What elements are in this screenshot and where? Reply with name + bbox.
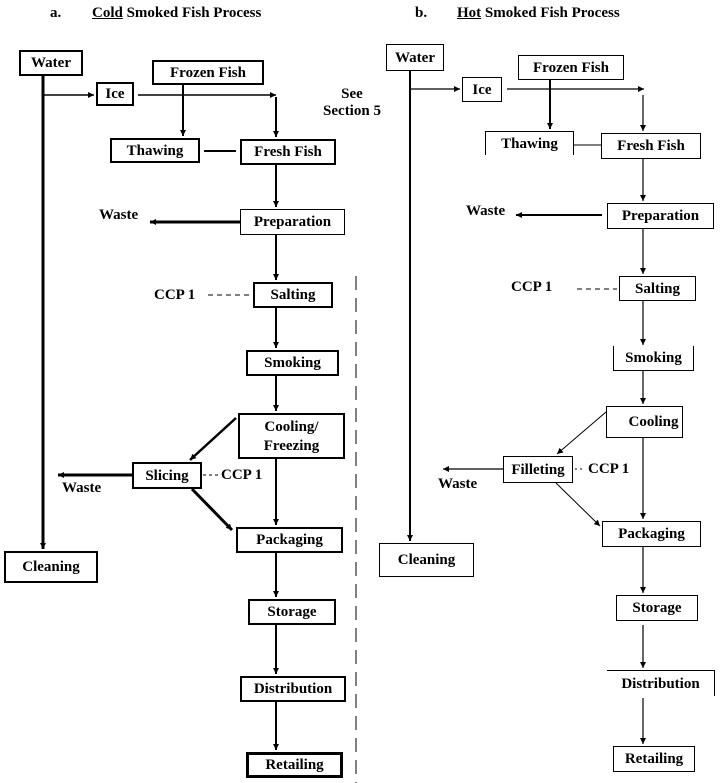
hot-title-emphasis: Hot <box>457 5 482 21</box>
cold-see-line2: Section 5 <box>323 103 381 119</box>
hot-filleting-to-packaging-arrow <box>555 482 601 527</box>
hot-cleaning-node: Cleaning <box>379 543 474 577</box>
hot-water-node: Water <box>386 44 444 71</box>
cold-cooling-freezing-node: Cooling/ Freezing <box>238 413 345 459</box>
cold-panel-title: a. Cold Smoked Fish Process <box>50 5 261 22</box>
hot-title-prefix: b. <box>415 5 428 21</box>
cold-packaging-node: Packaging <box>236 527 343 553</box>
hot-ice-node: Ice <box>462 77 502 102</box>
cold-title-rest: Smoked Fish Process <box>122 5 262 21</box>
hot-thawing-node: Thawing <box>485 131 574 155</box>
hot-salting-node: Salting <box>619 276 696 301</box>
cold-salting-node: Salting <box>253 282 333 308</box>
hot-panel-title: b. Hot Smoked Fish Process <box>415 5 620 22</box>
cold-preparation-label: Preparation <box>253 214 332 230</box>
cold-slicing-to-packaging-arrow <box>190 487 234 532</box>
cold-distribution-label: Distribution <box>253 681 333 697</box>
hot-cooling-to-filleting-arrow <box>556 411 607 455</box>
cold-retailing-label: Retailing <box>265 757 324 773</box>
cold-distribution-node: Distribution <box>240 676 346 702</box>
hot-distribution-label: Distribution <box>621 675 700 692</box>
cold-slicing-node: Slicing <box>132 462 202 489</box>
hot-title-rest: Smoked Fish Process <box>481 5 620 21</box>
hot-water-label: Water <box>395 49 435 66</box>
hot-retailing-node: Retailing <box>613 746 695 772</box>
cold-cleaning-node: Cleaning <box>4 551 98 583</box>
cold-title-emphasis: Cold <box>92 5 123 21</box>
cold-frozen-fish-node: Frozen Fish <box>152 60 264 85</box>
hot-thawing-label: Thawing <box>501 135 558 152</box>
cold-water-label: Water <box>31 55 71 71</box>
cold-frozen-fish-label: Frozen Fish <box>170 64 246 81</box>
cold-preparation-node: Preparation <box>240 209 345 235</box>
cold-cooling-to-slicing-arrow <box>189 417 237 461</box>
cold-cleaning-label: Cleaning <box>22 559 80 575</box>
cold-ice-label: Ice <box>105 86 125 102</box>
cold-retailing-node: Retailing <box>246 752 343 778</box>
cold-slicing-label: Slicing <box>145 467 189 484</box>
cold-storage-node: Storage <box>248 599 336 625</box>
cold-title-prefix: a. <box>50 5 62 21</box>
hot-storage-label: Storage <box>632 600 682 616</box>
cold-smoking-node: Smoking <box>246 350 339 376</box>
hot-packaging-node: Packaging <box>602 521 701 547</box>
hot-frozen-fish-node: Frozen Fish <box>518 55 624 80</box>
cold-ice-node: Ice <box>96 82 134 106</box>
cold-cooling-label-line1: Cooling/ <box>264 418 319 435</box>
hot-cooling-node: Cooling <box>606 406 683 438</box>
cold-ccp-slicing-label: CCP 1 <box>221 467 263 483</box>
hot-storage-node: Storage <box>616 595 698 621</box>
cold-thawing-label: Thawing <box>126 142 184 159</box>
hot-ccp-filleting-label: CCP 1 <box>588 461 630 477</box>
hot-smoking-label: Smoking <box>625 350 682 366</box>
hot-preparation-label: Preparation <box>621 208 700 224</box>
cold-fresh-fish-label: Fresh Fish <box>254 144 322 160</box>
cold-ccp-salting-label: CCP 1 <box>154 287 196 303</box>
hot-retailing-label: Retailing <box>624 751 684 767</box>
hot-filleting-node: Filleting <box>503 456 573 483</box>
cold-see-line1: See <box>341 86 363 102</box>
hot-packaging-label: Packaging <box>618 526 685 542</box>
hot-ice-label: Ice <box>472 81 492 98</box>
hot-cooling-label: Cooling <box>628 414 679 430</box>
cold-waste-preparation-label: Waste <box>99 207 139 223</box>
cold-thawing-node: Thawing <box>110 138 200 163</box>
cold-smoking-label: Smoking <box>264 355 321 371</box>
hot-preparation-node: Preparation <box>607 203 714 229</box>
cold-see-section-note: See Section 5 <box>316 86 388 120</box>
hot-cleaning-label: Cleaning <box>397 552 456 568</box>
cold-water-node: Water <box>19 50 83 76</box>
hot-waste-preparation-label: Waste <box>466 203 506 219</box>
hot-filleting-label: Filleting <box>511 461 565 478</box>
hot-frozen-fish-label: Frozen Fish <box>533 59 609 76</box>
hot-fresh-fish-node: Fresh Fish <box>601 133 701 159</box>
hot-fresh-fish-label: Fresh Fish <box>617 138 685 154</box>
cold-salting-label: Salting <box>270 287 316 303</box>
hot-salting-label: Salting <box>634 280 680 297</box>
hot-ccp-salting-label: CCP 1 <box>511 279 553 295</box>
cold-waste-slicing-label: Waste <box>62 480 102 496</box>
arrows-layer <box>40 71 646 783</box>
cold-cooling-label-line2: Freezing <box>263 437 320 454</box>
cold-packaging-label: Packaging <box>256 532 323 548</box>
hot-distribution-node: Distribution <box>607 670 715 696</box>
cold-fresh-fish-node: Fresh Fish <box>240 139 336 165</box>
cold-storage-label: Storage <box>267 604 317 620</box>
hot-waste-filleting-label: Waste <box>438 476 478 492</box>
hot-smoking-node: Smoking <box>613 346 694 371</box>
